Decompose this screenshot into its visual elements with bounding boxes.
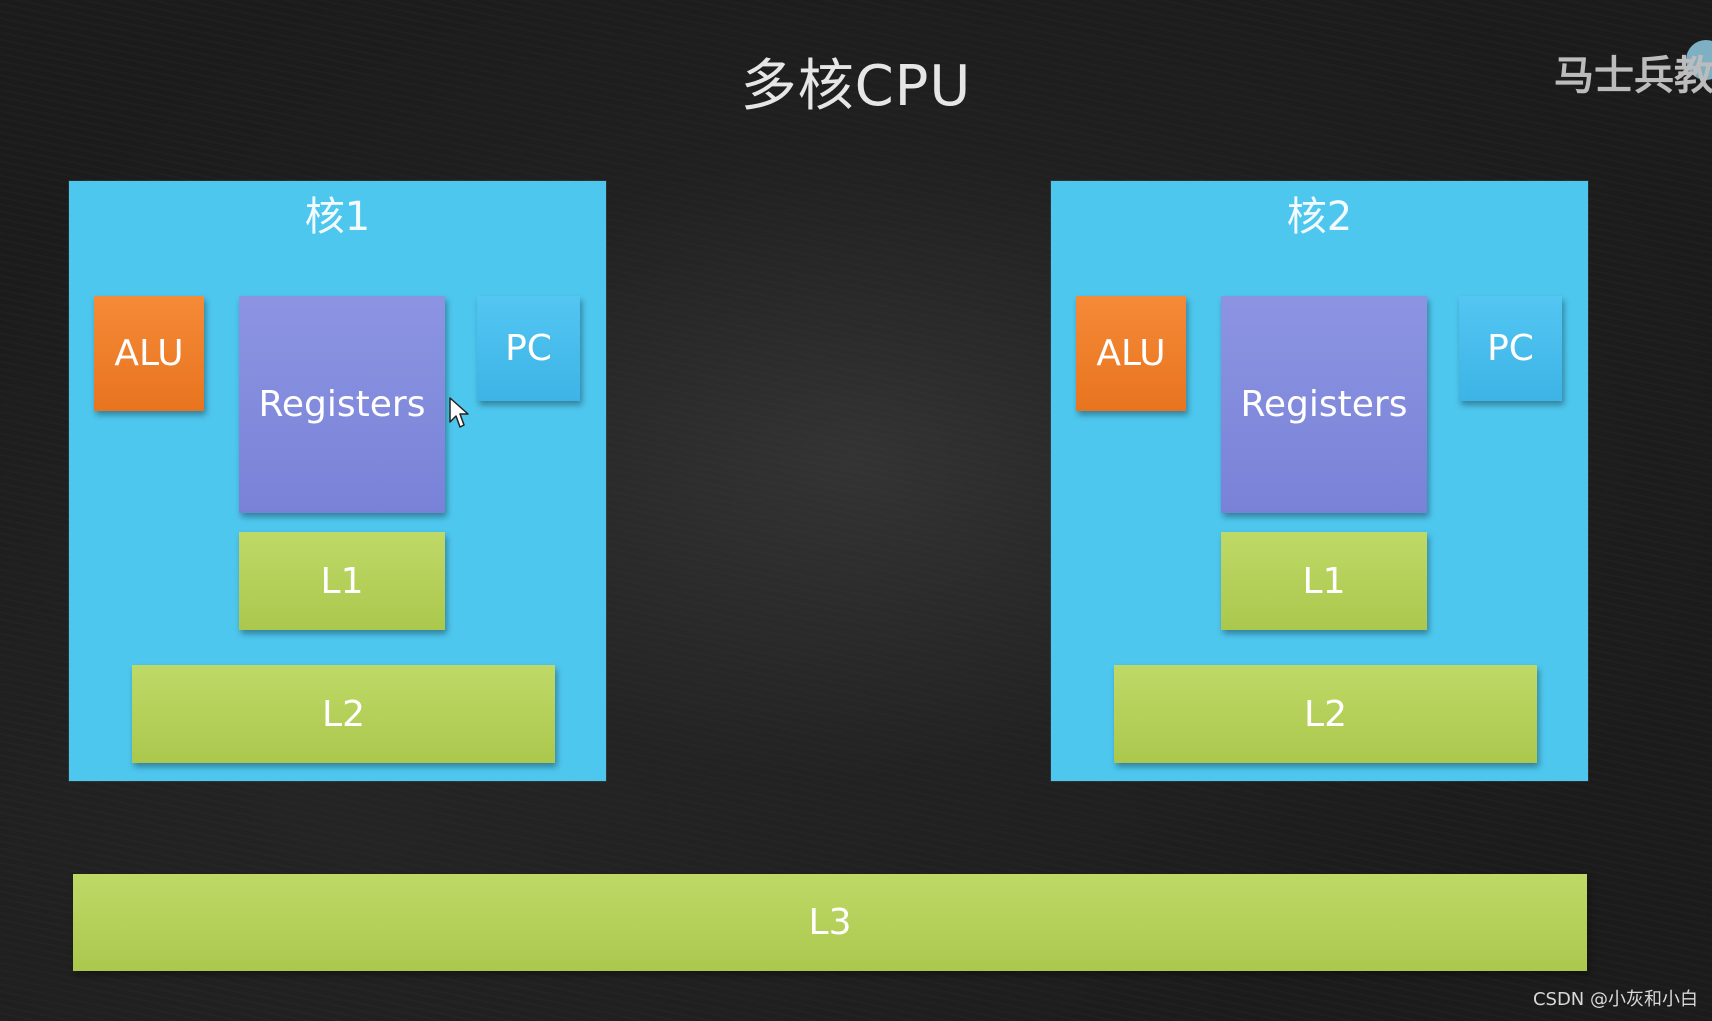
mouse-cursor-icon (449, 397, 469, 428)
core-2-alu: ALU (1076, 296, 1186, 411)
diagram-title: 多核CPU (740, 54, 972, 119)
core-2-l2-cache: L2 (1114, 665, 1537, 763)
core-1-pc: PC (477, 296, 580, 401)
l3-cache: L3 (73, 874, 1587, 971)
core-1: 核1 ALU Registers PC L1 L2 (69, 181, 606, 781)
core-1-l2-cache: L2 (132, 665, 555, 763)
csdn-watermark: CSDN @小灰和小白 (1532, 989, 1698, 1010)
core-1-l1-cache: L1 (239, 532, 445, 630)
core-1-registers: Registers (239, 296, 445, 513)
brand-logo: 马士兵教 (1554, 53, 1712, 99)
core-1-title: 核1 (304, 194, 371, 240)
core-2-registers: Registers (1221, 296, 1427, 513)
logo-swoosh (1686, 40, 1712, 80)
core-2-pc: PC (1459, 296, 1562, 401)
core-2-l1-cache: L1 (1221, 532, 1427, 630)
core-2: 核2 ALU Registers PC L1 L2 (1051, 181, 1588, 781)
core-2-title: 核2 (1286, 194, 1353, 240)
core-1-alu: ALU (94, 296, 204, 411)
